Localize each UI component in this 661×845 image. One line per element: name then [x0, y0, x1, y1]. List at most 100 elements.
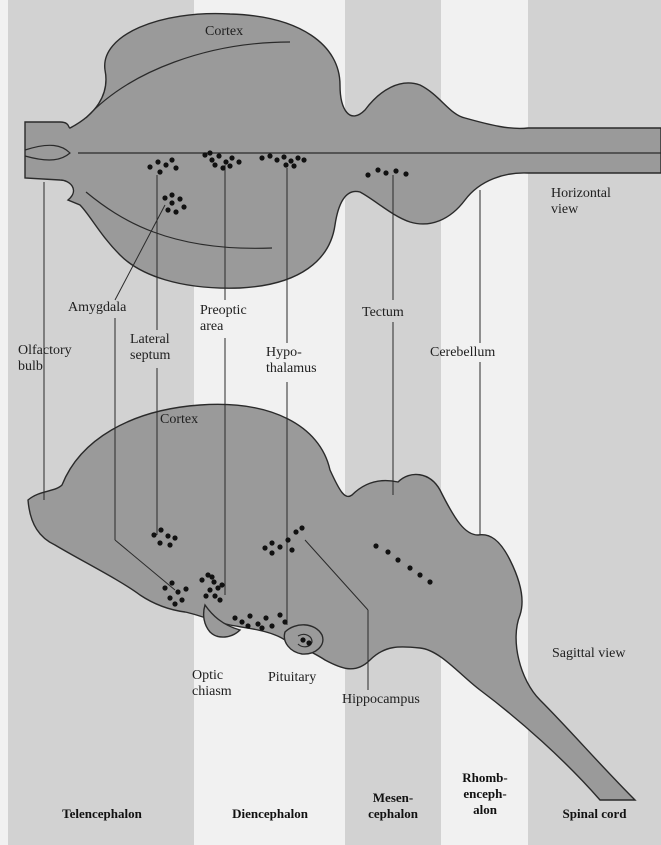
- amygdala-label: Amygdala: [68, 300, 127, 315]
- dot-basal-hypothalamus-sagittal-4: [263, 615, 269, 621]
- dot-preoptic-horizontal-5: [236, 159, 242, 165]
- dot-preoptic-horizontal-4: [229, 155, 235, 161]
- dot-tectum-horizontal-2: [383, 170, 389, 176]
- sagittal-view-label: Sagittal view: [552, 646, 626, 661]
- tectum-label: Tectum: [362, 305, 404, 320]
- dot-hypothalamus-sagittal-7: [269, 550, 275, 556]
- dot-hypothalamus-horizontal-4: [288, 158, 294, 164]
- dot-septum-sagittal-0: [151, 532, 157, 538]
- region-mesencephalon: Mesen- cephalon: [368, 790, 418, 821]
- dot-preoptic-sagittal-7: [203, 593, 209, 599]
- dot-tectum-sagittal-2: [395, 557, 401, 563]
- dot-preoptic-horizontal-7: [220, 165, 226, 171]
- region-rhombencephalon: Rhomb- enceph- alon: [462, 770, 508, 817]
- dot-pituitary-sagittal-1: [306, 640, 312, 646]
- dot-septum-horizontal-0: [147, 164, 153, 170]
- dot-septum-sagittal-1: [158, 527, 164, 533]
- dot-basal-hypothalamus-sagittal-9: [245, 623, 251, 629]
- horizontal-cortex-contour-upper: [85, 41, 291, 119]
- dot-preoptic-sagittal-9: [209, 574, 215, 580]
- dot-tectum-horizontal-4: [403, 171, 409, 177]
- dot-tectum-horizontal-1: [375, 167, 381, 173]
- dot-hypothalamus-sagittal-5: [293, 529, 299, 535]
- dot-tectum-sagittal-3: [407, 565, 413, 571]
- dot-amygdala-sagittal-1: [169, 580, 175, 586]
- dot-tectum-sagittal-1: [385, 549, 391, 555]
- olfactory-bulb-label: Olfactory bulb: [18, 343, 72, 374]
- dot-basal-hypothalamus-sagittal-7: [282, 619, 288, 625]
- pituitary-inner: [297, 633, 313, 648]
- dot-tectum-horizontal-3: [393, 168, 399, 174]
- olfactory-bulb-notch: [24, 144, 71, 161]
- dot-preoptic-horizontal-3: [223, 159, 229, 165]
- dot-preoptic-horizontal-9: [207, 150, 213, 156]
- dot-septum-horizontal-3: [169, 157, 175, 163]
- dot-tectum-sagittal-0: [373, 543, 379, 549]
- pituitary-label: Pituitary: [268, 670, 317, 685]
- dot-amygdala-horizontal-2: [177, 196, 183, 202]
- dot-amygdala-horizontal-1: [169, 200, 175, 206]
- dot-hypothalamus-sagittal-6: [299, 525, 305, 531]
- dot-amygdala-sagittal-2: [175, 589, 181, 595]
- dot-hypothalamus-horizontal-7: [283, 162, 289, 168]
- sagittal-cortex-label: Cortex: [160, 412, 199, 427]
- horizontal-cortex-contour-lower: [85, 191, 273, 249]
- dot-septum-horizontal-4: [157, 169, 163, 175]
- dot-preoptic-sagittal-8: [217, 597, 223, 603]
- leader-amygdala-to-cluster: [114, 539, 176, 591]
- dot-hypothalamus-horizontal-0: [259, 155, 265, 161]
- preoptic-area-label: Preoptic area: [200, 303, 247, 334]
- dot-basal-hypothalamus-sagittal-1: [239, 619, 245, 625]
- dot-amygdala-horizontal-0: [162, 195, 168, 201]
- dot-amygdala-horizontal-6: [169, 192, 175, 198]
- dot-hypothalamus-sagittal-3: [285, 537, 291, 543]
- dot-amygdala-sagittal-6: [183, 586, 189, 592]
- optic-chiasm-shape: [202, 603, 242, 638]
- dot-septum-sagittal-2: [165, 533, 171, 539]
- dot-basal-hypothalamus-sagittal-2: [247, 613, 253, 619]
- dot-amygdala-sagittal-0: [162, 585, 168, 591]
- dot-septum-horizontal-2: [163, 162, 169, 168]
- dot-preoptic-horizontal-0: [202, 152, 208, 158]
- dot-tectum-sagittal-5: [427, 579, 433, 585]
- dot-hypothalamus-horizontal-1: [267, 153, 273, 159]
- dot-preoptic-sagittal-0: [199, 577, 205, 583]
- dot-preoptic-horizontal-6: [212, 162, 218, 168]
- dot-preoptic-horizontal-8: [227, 163, 233, 169]
- dot-septum-horizontal-5: [173, 165, 179, 171]
- dot-tectum-sagittal-4: [417, 572, 423, 578]
- dot-hypothalamus-sagittal-1: [269, 540, 275, 546]
- dot-amygdala-horizontal-3: [165, 207, 171, 213]
- dot-amygdala-horizontal-4: [173, 209, 179, 215]
- dot-amygdala-horizontal-5: [181, 204, 187, 210]
- dot-septum-sagittal-4: [167, 542, 173, 548]
- dot-preoptic-sagittal-6: [219, 582, 225, 588]
- leader-hippocampus-diag: [304, 539, 369, 611]
- horizontal-brain-shape: [24, 12, 661, 289]
- dot-preoptic-sagittal-2: [211, 579, 217, 585]
- region-telencephalon: Telencephalon: [62, 806, 142, 821]
- dot-hypothalamus-horizontal-8: [291, 163, 297, 169]
- dot-basal-hypothalamus-sagittal-3: [255, 621, 261, 627]
- dot-preoptic-horizontal-1: [209, 157, 215, 163]
- dot-hypothalamus-sagittal-4: [289, 547, 295, 553]
- dot-tectum-horizontal-0: [365, 172, 371, 178]
- dot-preoptic-sagittal-4: [215, 585, 221, 591]
- dot-basal-hypothalamus-sagittal-5: [269, 623, 275, 629]
- dot-hypothalamus-horizontal-5: [295, 155, 301, 161]
- dot-preoptic-sagittal-3: [207, 587, 213, 593]
- dot-septum-sagittal-3: [157, 540, 163, 546]
- dot-hypothalamus-horizontal-2: [274, 157, 280, 163]
- dot-preoptic-horizontal-2: [216, 153, 222, 159]
- dot-hypothalamus-horizontal-6: [301, 157, 307, 163]
- dot-basal-hypothalamus-sagittal-0: [232, 615, 238, 621]
- neuron-dots: [147, 150, 433, 646]
- dot-septum-sagittal-5: [172, 535, 178, 541]
- region-diencephalon: Diencephalon: [232, 806, 308, 821]
- dot-amygdala-sagittal-5: [172, 601, 178, 607]
- dot-basal-hypothalamus-sagittal-6: [277, 612, 283, 618]
- dot-basal-hypothalamus-sagittal-8: [259, 625, 265, 631]
- dot-amygdala-sagittal-4: [179, 597, 185, 603]
